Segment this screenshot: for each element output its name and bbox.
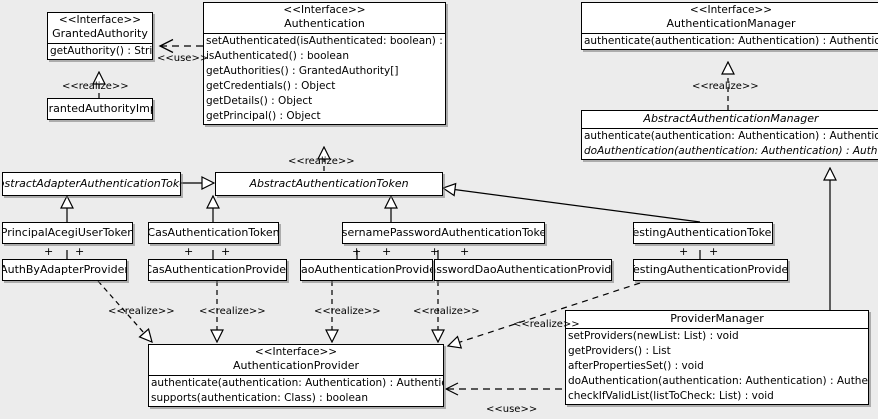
- class-provider-manager[interactable]: ProviderManager setProviders(newList: Li…: [565, 310, 869, 405]
- association-marker: +: [44, 245, 54, 258]
- stereotype-label: <<Interface>>: [254, 346, 338, 358]
- relation-label-use-provider-manager: <<use>>: [486, 404, 538, 415]
- class-password-dao-authentication-provider[interactable]: PasswordDaoAuthenticationProvider: [434, 259, 612, 281]
- operation: afterPropertiesSet() : void: [568, 360, 704, 372]
- stereotype-label: <<Interface>>: [58, 14, 142, 26]
- operation: getPrincipal() : Object: [206, 110, 321, 122]
- class-authentication[interactable]: <<Interface>> Authentication setAuthenti…: [203, 2, 446, 125]
- class-granted-authority[interactable]: <<Interface>> GrantedAuthority getAuthor…: [47, 12, 153, 60]
- class-username-password-authentication-token[interactable]: UsernamePasswordAuthenticationToken: [342, 222, 545, 244]
- operations-compartment: authenticate(authentication: Authenticat…: [582, 128, 878, 159]
- class-name: AuthenticationManager: [666, 17, 796, 30]
- class-name: DaoAuthenticationProvider: [300, 263, 432, 276]
- operation: authenticate(authentication: Authenticat…: [584, 35, 878, 47]
- association-marker: +: [184, 245, 194, 258]
- association-marker: +: [352, 245, 362, 258]
- association-marker: +: [679, 245, 689, 258]
- association-marker: +: [75, 245, 85, 258]
- class-name: GrantedAuthorityImpl: [48, 102, 152, 115]
- operation: supports(authentication: Class) : boolea…: [151, 392, 368, 404]
- class-name: AbstractAdapterAuthenticationToken: [3, 177, 180, 190]
- class-testing-authentication-token[interactable]: TestingAuthenticationToken: [633, 222, 773, 244]
- class-authentication-provider[interactable]: <<Interface>> AuthenticationProvider aut…: [148, 344, 444, 407]
- operation: isAuthenticated() : boolean: [206, 50, 349, 62]
- association-marker: +: [460, 245, 470, 258]
- operations-compartment: authenticate(authentication: Authenticat…: [149, 375, 443, 406]
- operation: authenticate(authentication: Authenticat…: [584, 130, 878, 142]
- class-name: Authentication: [284, 17, 365, 30]
- class-name: AbstractAuthenticationManager: [643, 112, 819, 125]
- relation-label-realize-granted-authority-impl: <<realize>>: [62, 81, 129, 92]
- association-marker: +: [709, 245, 719, 258]
- relation-label-realize-testing-provider: <<realize>>: [513, 319, 580, 330]
- relation-label-realize-abstract-auth-token: <<realize>>: [288, 156, 355, 167]
- operation: getAuthority() : String: [50, 45, 153, 57]
- class-granted-authority-impl[interactable]: GrantedAuthorityImpl: [47, 98, 153, 120]
- class-abstract-adapter-authentication-token[interactable]: AbstractAdapterAuthenticationToken: [2, 172, 181, 196]
- class-name: AuthenticationProvider: [232, 359, 360, 372]
- class-header: AbstractAuthenticationManager: [582, 111, 878, 128]
- class-auth-by-adapter-provider[interactable]: AuthByAdapterProvider: [2, 259, 127, 281]
- class-header: <<Interface>> Authentication: [204, 3, 445, 33]
- class-name: AbstractAuthenticationToken: [249, 177, 409, 190]
- class-name: PrincipalAcegiUserToken: [2, 226, 133, 239]
- operation: getAuthorities() : GrantedAuthority[]: [206, 65, 399, 77]
- class-authentication-manager[interactable]: <<Interface>> AuthenticationManager auth…: [581, 2, 878, 50]
- class-header: <<Interface>> GrantedAuthority: [48, 13, 152, 43]
- relation-label-realize-abstract-auth-manager: <<realize>>: [692, 81, 759, 92]
- stereotype-label: <<Interface>>: [283, 4, 366, 16]
- class-name: AuthByAdapterProvider: [2, 263, 127, 276]
- operation: checkIfValidList(listToCheck: List) : vo…: [568, 390, 774, 402]
- class-abstract-authentication-token[interactable]: AbstractAuthenticationToken: [215, 172, 443, 196]
- class-name: TestingAuthenticationProvider: [633, 263, 788, 276]
- class-header: ProviderManager: [566, 311, 868, 328]
- class-testing-authentication-provider[interactable]: TestingAuthenticationProvider: [633, 259, 788, 281]
- class-principal-acegi-user-token[interactable]: PrincipalAcegiUserToken: [2, 222, 133, 244]
- association-marker: +: [430, 245, 440, 258]
- operation: authenticate(authentication: Authenticat…: [151, 377, 444, 389]
- class-header: <<Interface>> AuthenticationManager: [582, 3, 878, 33]
- class-header: <<Interface>> AuthenticationProvider: [149, 345, 443, 375]
- class-name: UsernamePasswordAuthenticationToken: [342, 226, 545, 239]
- class-name: PasswordDaoAuthenticationProvider: [435, 263, 612, 276]
- operations-compartment: setAuthenticated(isAuthenticated: boolea…: [204, 33, 445, 124]
- association-marker: +: [382, 245, 392, 258]
- operations-compartment: getAuthority() : String: [48, 43, 152, 59]
- operations-compartment: setProviders(newList: List) : void getPr…: [566, 328, 868, 404]
- relation-label-use-granted-authority: <<use>>: [157, 53, 209, 64]
- stereotype-label: <<Interface>>: [689, 4, 773, 16]
- association-marker: +: [221, 245, 231, 258]
- operation: setProviders(newList: List) : void: [568, 330, 739, 342]
- class-name: TestingAuthenticationToken: [633, 226, 773, 239]
- relation-label-realize-dao-provider: <<realize>>: [314, 306, 381, 317]
- operation: getCredentials() : Object: [206, 80, 336, 92]
- class-cas-authentication-token[interactable]: CasAuthenticationToken: [148, 222, 279, 244]
- relation-label-realize-cas-provider: <<realize>>: [199, 306, 266, 317]
- class-name: CasAuthenticationToken: [148, 226, 279, 239]
- class-cas-authentication-provider[interactable]: CasAuthenticationProvider: [148, 259, 287, 281]
- operation: getProviders() : List: [568, 345, 671, 357]
- class-name: ProviderManager: [670, 312, 764, 325]
- relation-label-realize-password-dao-provider: <<realize>>: [413, 306, 480, 317]
- operation: doAuthentication(authentication: Authent…: [584, 145, 878, 157]
- operation: doAuthentication(authentication: Authent…: [568, 375, 868, 387]
- class-name: CasAuthenticationProvider: [148, 263, 287, 276]
- operations-compartment: authenticate(authentication: Authenticat…: [582, 33, 878, 49]
- class-dao-authentication-provider[interactable]: DaoAuthenticationProvider: [300, 259, 433, 281]
- operation: getDetails() : Object: [206, 95, 313, 107]
- class-abstract-authentication-manager[interactable]: AbstractAuthenticationManager authentica…: [581, 110, 878, 160]
- class-name: GrantedAuthority: [52, 27, 148, 40]
- relation-label-realize-auth-by-adapter: <<realize>>: [108, 306, 175, 317]
- operation: setAuthenticated(isAuthenticated: boolea…: [206, 35, 446, 47]
